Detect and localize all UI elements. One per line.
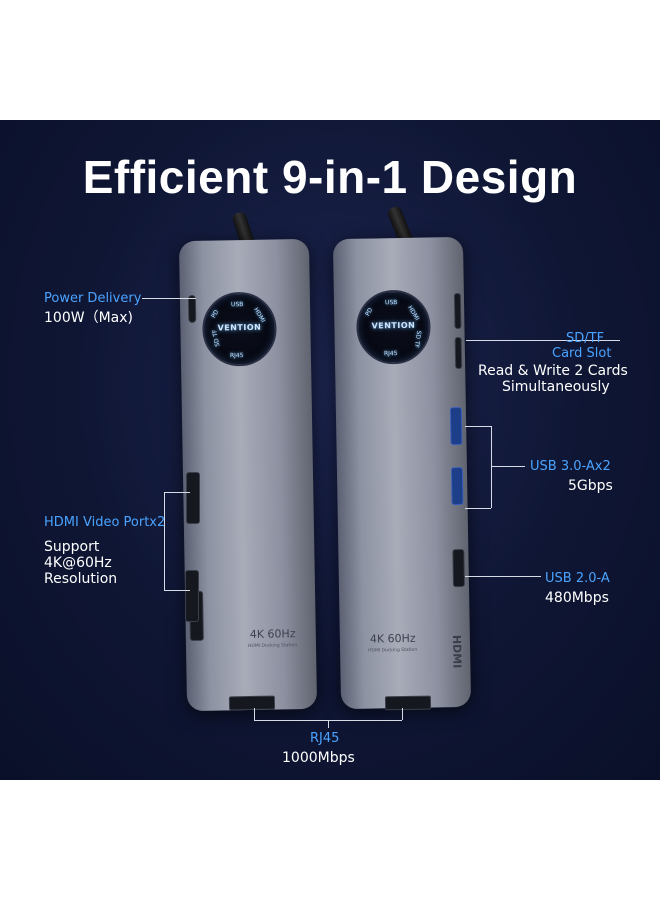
hub-small-print: HDMI Docking Station (247, 643, 298, 650)
side-hdmi-print: HDMI (450, 634, 464, 669)
hub-logo-disc: USB HDMI PD SD TF RJ45 VENTION (201, 291, 278, 367)
hub-right-view: USB HDMI PD SD TF RJ45 VENTION HDMI 4K 6… (332, 236, 472, 711)
rj45-port-right (384, 695, 432, 711)
power-delivery-spec: 100W（Max) (44, 310, 133, 326)
sd-card-slot (453, 292, 462, 330)
hub-marking-right: 4K 60Hz (369, 631, 416, 646)
product-panel: Efficient 9-in-1 Design USB HDMI PD SD T… (0, 120, 660, 780)
usb3-bracket-bottom (465, 508, 491, 509)
brand-logo: VENTION (217, 322, 262, 333)
usb2-spec: 480Mbps (545, 590, 609, 606)
usb2-pointer (465, 576, 541, 577)
usb3-spec: 5Gbps (568, 478, 613, 494)
disc-word-hdmi: HDMI (252, 306, 267, 324)
disc-word-hdmi: HDMI (406, 304, 421, 322)
hdmi-bracket-top (164, 492, 190, 493)
hdmi-spec-line-2: 4K@60Hz (44, 555, 112, 571)
hdmi-port-1-outline (186, 472, 200, 524)
disc-word-usb: USB (384, 299, 398, 307)
usb3-bracket-vertical (491, 426, 492, 508)
hdmi-bracket-bottom (164, 590, 190, 591)
hub-small-print-right: HDMI Docking Station (368, 647, 418, 654)
sdtf-pointer (466, 340, 620, 341)
hdmi-port-2 (185, 570, 199, 622)
rj45-port-left (228, 695, 276, 711)
headline: Efficient 9-in-1 Design (82, 151, 578, 203)
usb-c-pd-port (187, 294, 197, 324)
disc-word-usb: USB (230, 301, 244, 309)
brand-logo: VENTION (371, 320, 416, 331)
sdtf-label-line-1: SD/TF (566, 331, 605, 346)
power-delivery-pointer (142, 298, 196, 299)
usb3-port-1 (449, 406, 463, 446)
rj45-spec: 1000Mbps (282, 750, 355, 766)
disc-word-pd: PD (364, 306, 375, 318)
hdmi-label: HDMI Video Portx2 (44, 515, 166, 530)
rj45-bracket-left (254, 708, 255, 720)
usb2-label: USB 2.0-A (545, 571, 610, 586)
disc-word-pd: PD (210, 308, 221, 320)
usb3-port-2 (450, 466, 464, 506)
sdtf-spec-line-1: Read & Write 2 Cards (478, 363, 628, 379)
disc-word-rj45: RJ45 (229, 352, 244, 360)
hub-logo-disc-right: USB HDMI PD SD TF RJ45 VENTION (355, 289, 432, 365)
hub-marking: 4K 60Hz (249, 627, 296, 641)
usb2-port (452, 548, 465, 588)
sdtf-label-line-2: Card Slot (552, 346, 612, 361)
hdmi-spec-line-3: Resolution (44, 571, 118, 587)
rj45-label: RJ45 (310, 731, 340, 746)
power-delivery-label: Power Delivery (44, 291, 142, 306)
sdtf-spec-line-2: Simultaneously (502, 379, 610, 395)
disc-word-rj45: RJ45 (383, 350, 398, 358)
hdmi-spec-line-1: Support (44, 539, 100, 555)
usb3-pointer (491, 466, 525, 467)
rj45-bracket-right (402, 708, 403, 720)
rj45-pointer (328, 720, 329, 728)
disc-word-sdtf: SD TF (412, 330, 423, 349)
tf-card-slot (454, 336, 463, 370)
usb3-bracket-top (465, 426, 491, 427)
usb3-label: USB 3.0-Ax2 (530, 459, 611, 474)
hdmi-bracket-vertical (164, 492, 165, 590)
